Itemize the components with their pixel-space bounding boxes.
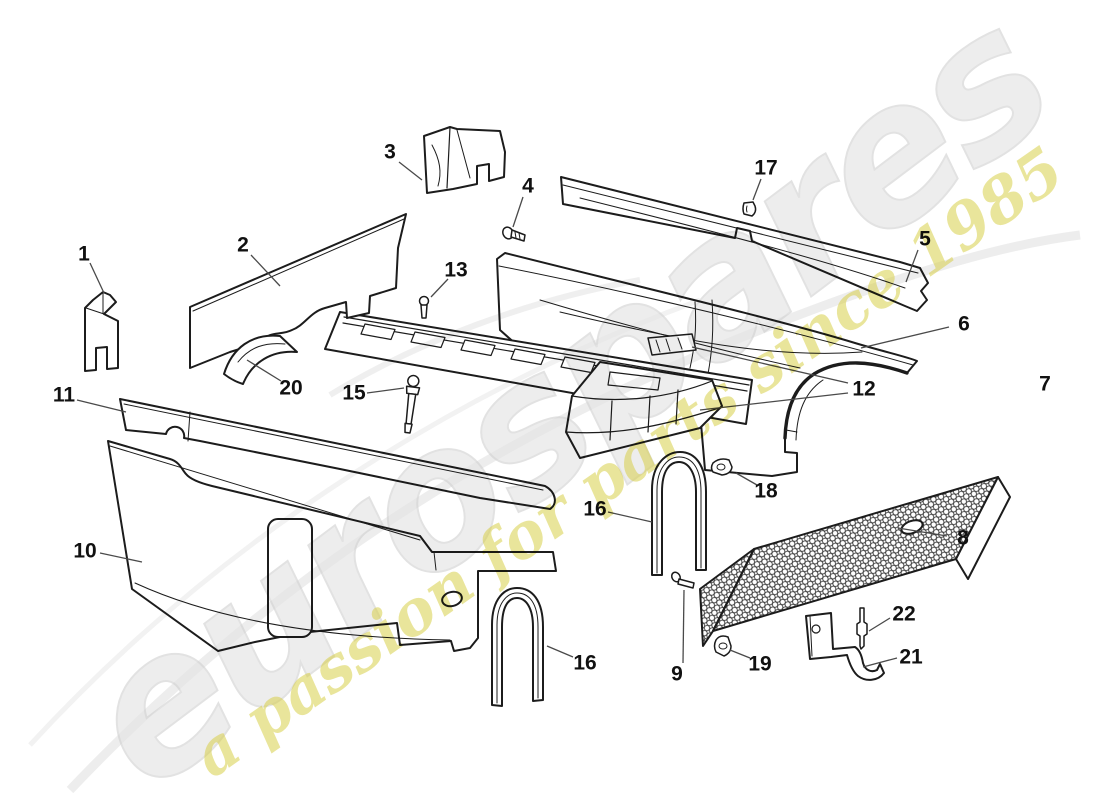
callout-number-11: 11 [53, 384, 76, 407]
callout-leader-12 [691, 346, 849, 384]
part-9-screw [670, 571, 695, 589]
part-8-mesh-panel [699, 476, 1011, 647]
callout-number-18: 18 [754, 480, 778, 503]
part-16-u-seal-lower [491, 587, 544, 707]
part-4-screw [502, 226, 526, 242]
callout-leader-20 [246, 359, 282, 382]
part-16-u-seal-upper [651, 451, 707, 576]
callout-leader-1 [89, 262, 105, 294]
callout-number-8: 8 [957, 527, 969, 550]
part-19-clip [713, 635, 732, 657]
callout-number-19: 19 [748, 653, 771, 676]
callout-leader-22 [868, 617, 891, 632]
callout-leader-18 [735, 472, 758, 486]
callout-number-9: 9 [671, 663, 683, 686]
callout-number-7: 7 [1039, 373, 1051, 396]
callout-number-5: 5 [919, 228, 931, 251]
watermark-brand-text: eurospares [43, 0, 1088, 800]
watermark-swoosh [28, 230, 1081, 794]
part-15-bolt [404, 374, 421, 434]
part-20-crescent [223, 334, 298, 385]
callout-number-4: 4 [522, 175, 534, 198]
callout-leader-10 [99, 552, 143, 563]
callout-number-13: 13 [444, 259, 467, 282]
callout-number-6: 6 [958, 313, 970, 336]
callout-number-16: 16 [573, 652, 596, 675]
callout-number-3: 3 [384, 141, 396, 164]
callout-leader-2 [250, 254, 281, 287]
watermark-layer: eurospares a passion for parts since 198… [28, 0, 1088, 800]
part-3-corner-absorber [423, 126, 506, 194]
callout-number-20: 20 [279, 377, 302, 400]
callout-leader-9 [682, 589, 685, 664]
part-13-screw [418, 295, 430, 319]
part-12-label-plate [647, 333, 697, 356]
callout-leader-3 [398, 161, 423, 181]
part-22-pin [856, 607, 868, 650]
callout-leader-16 [546, 645, 574, 658]
callout-leader-13 [430, 278, 449, 298]
callout-leader-8 [897, 527, 948, 537]
callout-number-17: 17 [754, 157, 777, 180]
callout-leader-21 [862, 657, 898, 668]
callout-number-16: 16 [583, 498, 606, 521]
callout-number-10: 10 [73, 540, 96, 563]
callout-number-1: 1 [78, 243, 90, 266]
callout-leader-17 [752, 178, 762, 201]
callout-leader-6 [860, 326, 950, 349]
callout-number-12: 12 [852, 378, 875, 401]
callout-leader-16 [607, 511, 653, 523]
part-17-clip [742, 201, 757, 217]
callout-leader-19 [729, 649, 751, 659]
callout-leader-11 [76, 399, 127, 413]
part-18-clip [710, 458, 733, 476]
callout-number-22: 22 [892, 603, 915, 626]
part-10-side-panel [107, 440, 557, 652]
callout-leader-4 [512, 196, 524, 228]
callout-number-21: 21 [899, 646, 923, 669]
callout-number-2: 2 [237, 234, 249, 257]
callout-leader-12 [699, 392, 849, 411]
part-1-small-bracket [84, 291, 119, 372]
part-6-wheel-arch-panel [496, 252, 918, 477]
callout-leader-15 [366, 387, 405, 394]
part-21-bracket [805, 612, 885, 681]
